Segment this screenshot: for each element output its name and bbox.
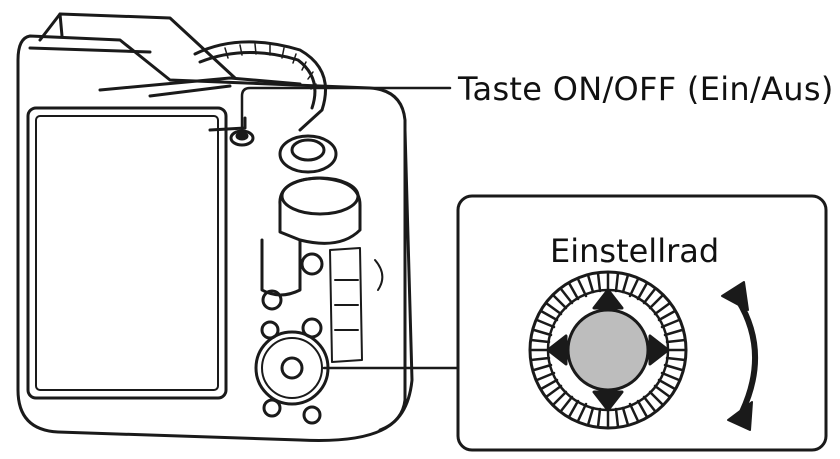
lcd-inner [35,115,219,391]
lcd-screen [26,106,228,400]
rotation-arrow-icon [721,281,758,431]
power-leader-line [240,86,452,134]
control-wheel-large [528,270,688,430]
control-wheel-small[interactable] [254,330,330,406]
control-wheel-inset [456,194,828,452]
control-wheel-label: Einstellrad [550,232,720,270]
arrow-left-icon [546,334,568,366]
arrow-up-icon [592,288,624,310]
camera-body [16,12,414,442]
power-button-label: Taste ON/OFF (Ein/Aus) [458,70,834,108]
arrow-down-icon [592,390,624,412]
mode-dial[interactable] [278,176,362,245]
shutter-button[interactable] [278,134,338,174]
arrow-right-icon [648,334,670,366]
